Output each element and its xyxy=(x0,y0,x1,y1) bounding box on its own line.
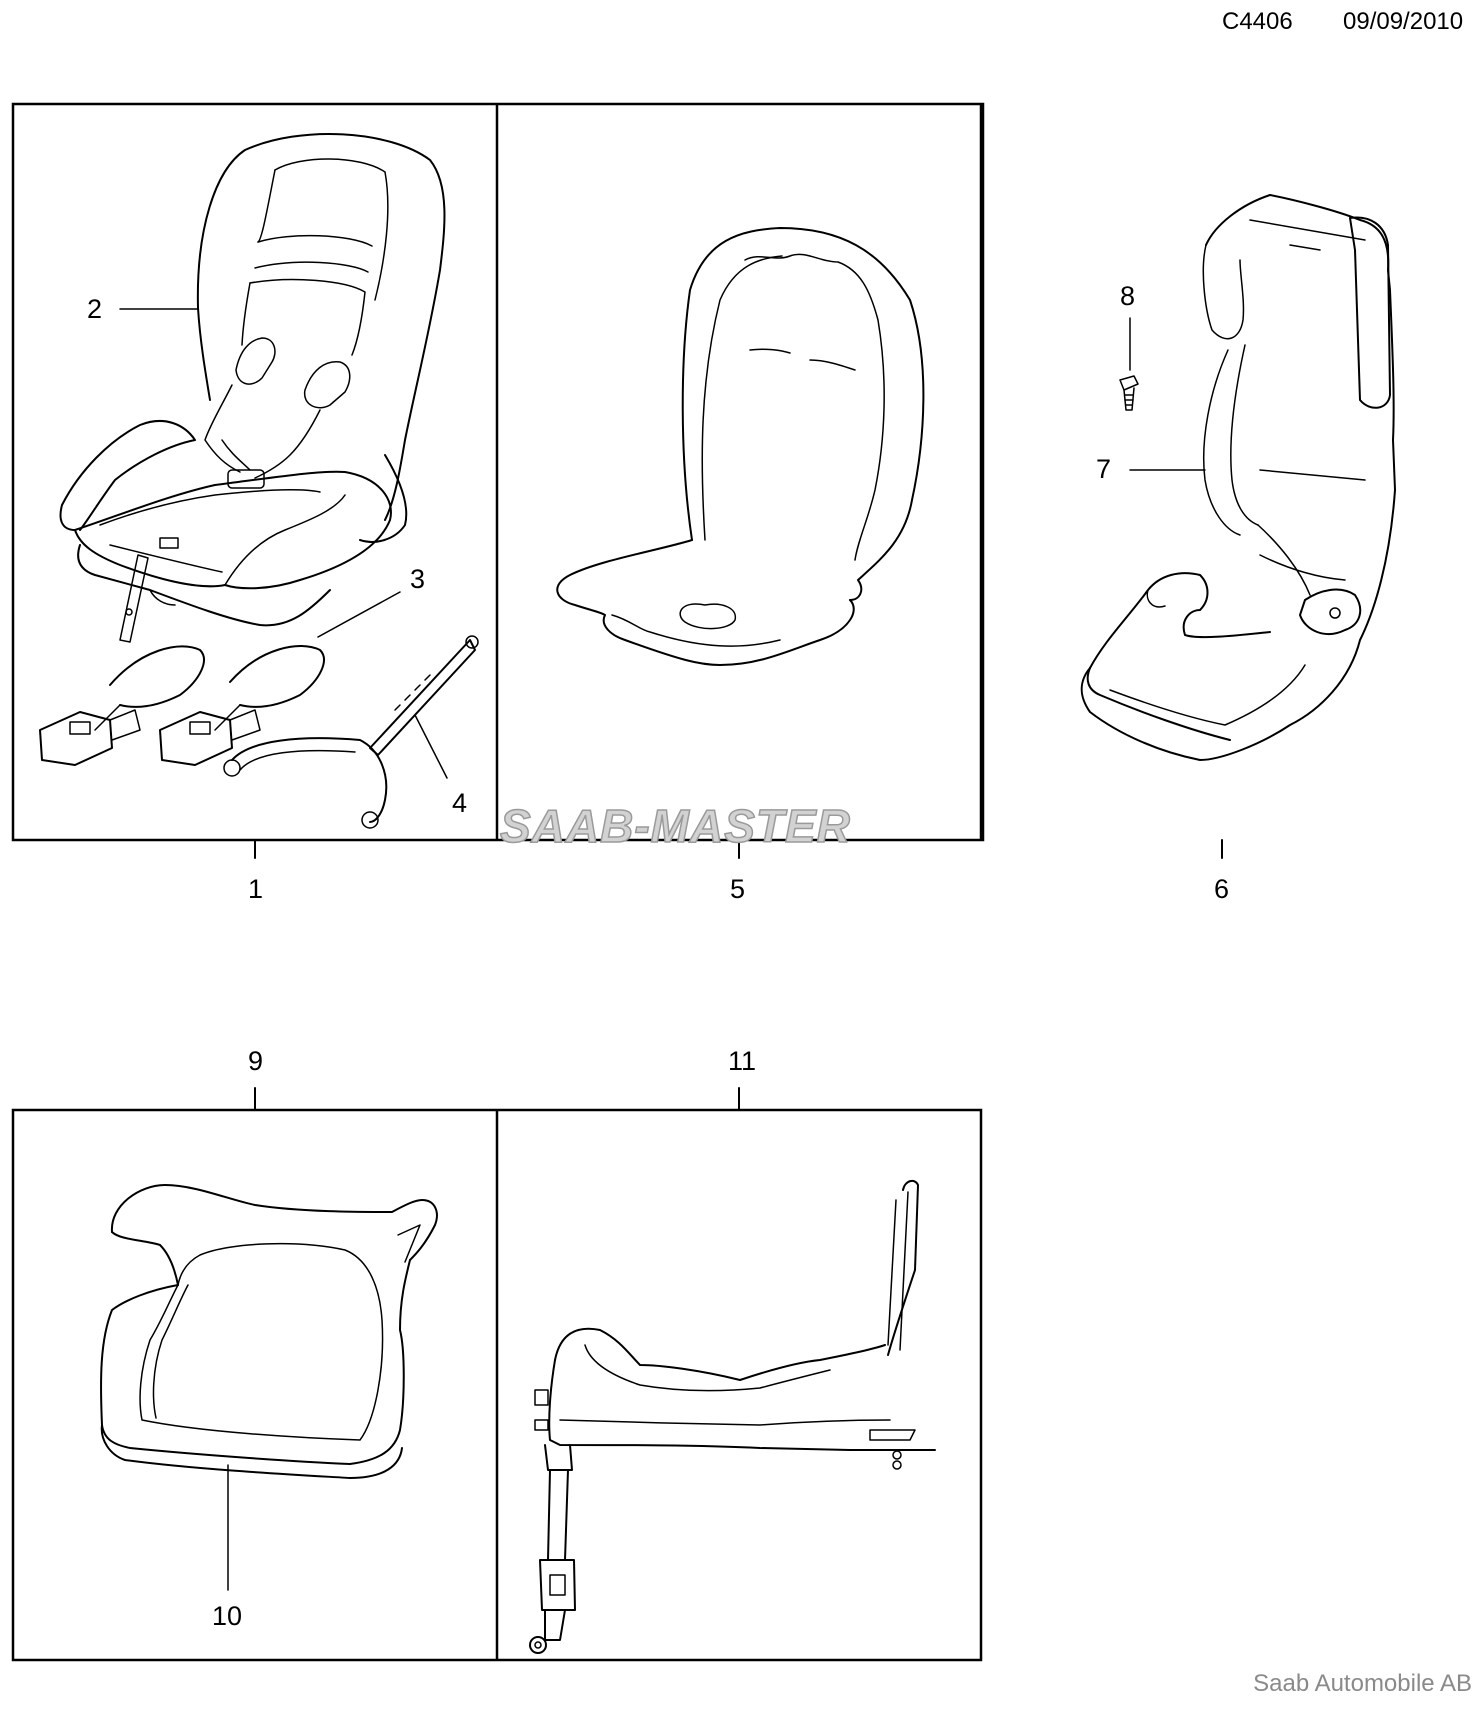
high-back-booster-drawing xyxy=(1080,194,1396,761)
top-panel-frames xyxy=(11,102,985,842)
isofix-base-drawing xyxy=(529,1179,936,1654)
watermark-text: SAAB-MASTER xyxy=(500,800,851,852)
screw-drawing xyxy=(1119,375,1139,411)
child-seat-with-harness-drawing xyxy=(59,133,446,643)
booster-cushion-drawing xyxy=(100,1184,438,1479)
callout-10: 10 xyxy=(212,1601,242,1631)
strap-set-drawing xyxy=(39,644,325,766)
leader-3 xyxy=(317,591,401,638)
callout-2: 2 xyxy=(87,294,102,324)
diagram-date: 09/09/2010 xyxy=(1343,8,1464,35)
callout-11: 11 xyxy=(728,1046,756,1076)
callout-8: 8 xyxy=(1120,281,1135,311)
support-leg-drawing xyxy=(223,635,479,829)
callout-1: 1 xyxy=(248,874,263,904)
diagram-code: C4406 xyxy=(1222,8,1293,35)
callout-9: 9 xyxy=(248,1046,263,1076)
bottom-panel-frames xyxy=(11,1108,983,1662)
callout-4: 4 xyxy=(452,788,467,818)
callout-6: 6 xyxy=(1214,874,1229,904)
footer-company: Saab Automobile AB xyxy=(1253,1670,1472,1697)
callout-5: 5 xyxy=(730,874,745,904)
callout-3: 3 xyxy=(410,564,425,594)
callout-7: 7 xyxy=(1096,454,1111,484)
seat-cover-drawing xyxy=(556,227,925,666)
leader-4 xyxy=(414,714,448,779)
